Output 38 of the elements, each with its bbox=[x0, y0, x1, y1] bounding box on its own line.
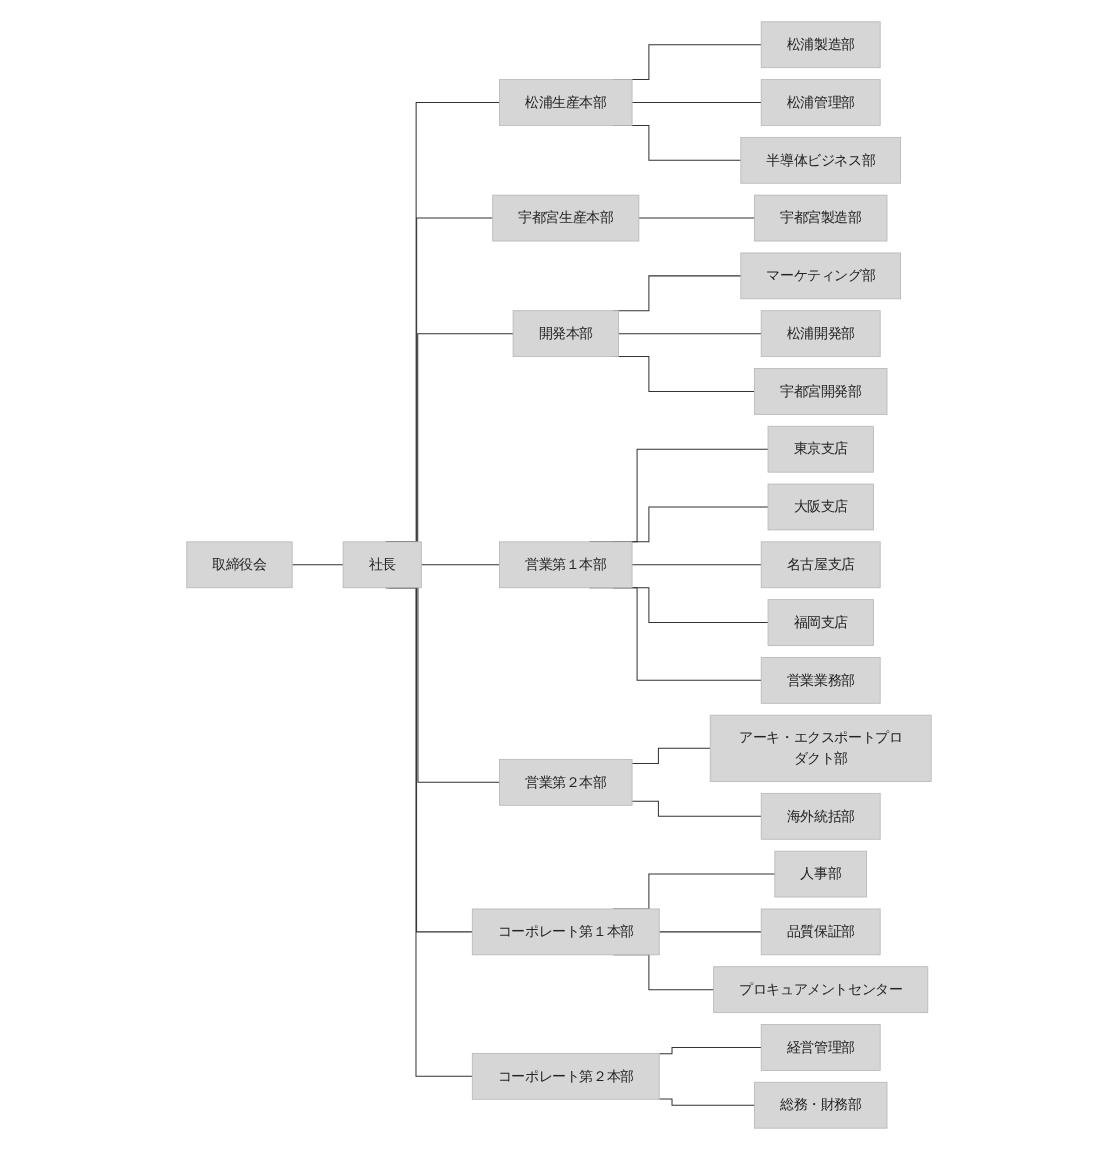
node-box: プロキュアメントセンター bbox=[713, 966, 929, 1014]
connector bbox=[420, 564, 500, 566]
connector bbox=[291, 564, 344, 566]
node-box: 名古屋支店 bbox=[760, 541, 881, 589]
node-box: 海外統括部 bbox=[760, 792, 881, 840]
connector bbox=[658, 1046, 762, 1055]
node-box: 大阪支店 bbox=[767, 483, 874, 531]
node-box: 松浦製造部 bbox=[760, 21, 881, 69]
node-box: 福岡支店 bbox=[767, 599, 874, 646]
node-box: 人事部 bbox=[774, 850, 868, 898]
node-box: アーキ・エクスポートプロダクト部 bbox=[709, 714, 932, 782]
node-box: 経営管理部 bbox=[760, 1024, 881, 1071]
connector bbox=[631, 564, 762, 566]
node-box: 社長 bbox=[342, 541, 422, 589]
node-box: 営業第１本部 bbox=[499, 541, 633, 589]
node-box: 宇都宮開発部 bbox=[754, 368, 888, 415]
node-box: マーケティング部 bbox=[740, 252, 901, 300]
node-box: コーポレート第１本部 bbox=[471, 908, 660, 956]
node-box: 松浦生産本部 bbox=[499, 79, 633, 126]
connector bbox=[658, 1098, 755, 1106]
node-box: 宇都宮製造部 bbox=[754, 194, 888, 242]
node-box: 東京支店 bbox=[767, 425, 874, 473]
connector bbox=[631, 800, 762, 817]
node-box: 品質保証部 bbox=[760, 908, 881, 956]
node-box: 松浦開発部 bbox=[760, 310, 881, 358]
connector bbox=[617, 333, 762, 335]
node-box: 松浦管理部 bbox=[760, 79, 881, 126]
connector bbox=[631, 747, 711, 764]
connector bbox=[631, 102, 762, 104]
node-box: 半導体ビジネス部 bbox=[740, 136, 901, 184]
connector bbox=[658, 931, 762, 933]
node-box: 開発本部 bbox=[512, 310, 619, 358]
node-box: 取締役会 bbox=[186, 541, 293, 589]
node-box: 宇都宮生産本部 bbox=[492, 194, 640, 242]
node-box: 総務・財務部 bbox=[754, 1081, 888, 1129]
node-box: 営業業務部 bbox=[760, 657, 881, 704]
node-box: 営業第２本部 bbox=[499, 758, 633, 806]
node-box: コーポレート第２本部 bbox=[471, 1053, 660, 1100]
